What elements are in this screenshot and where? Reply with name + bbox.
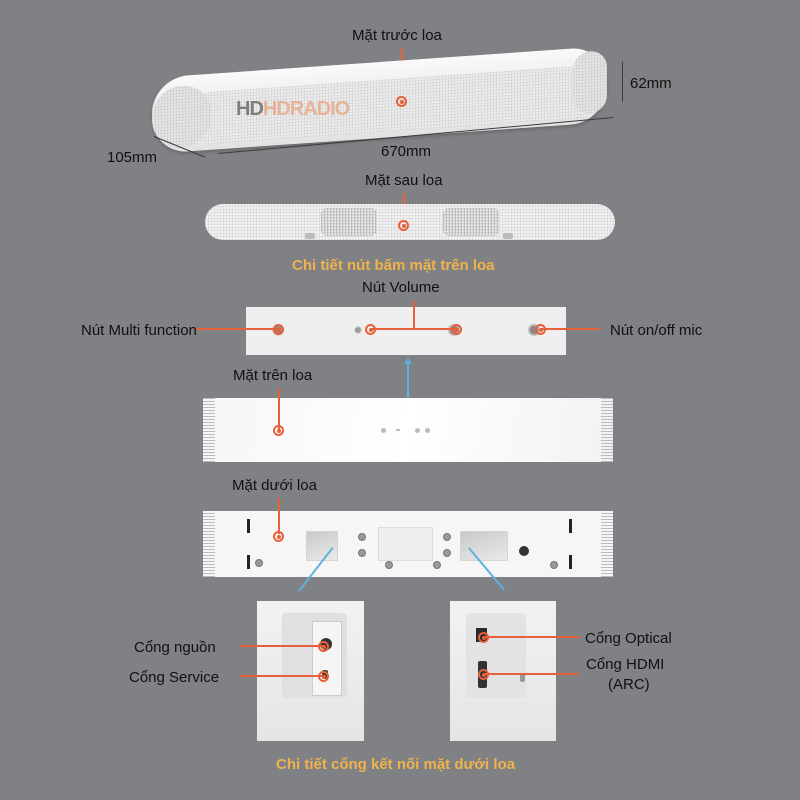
front-marker-icon	[396, 96, 407, 107]
volume-label: Nút Volume	[362, 279, 440, 296]
top-leader-line	[278, 388, 280, 430]
top-power-icon	[381, 428, 386, 433]
right-port-recess	[460, 531, 508, 561]
volume-up-marker-icon	[451, 324, 462, 335]
top-marker-icon	[273, 425, 284, 436]
top-label: Mặt trên loa	[233, 367, 313, 384]
mic-toggle-leader	[540, 328, 600, 330]
back-vent-left	[321, 208, 377, 236]
bottom-leader-line	[278, 498, 280, 534]
watermark-text: HDRADIO	[262, 98, 350, 120]
top-vol-up-icon	[415, 428, 420, 433]
back-label: Mặt sau loa	[365, 172, 443, 189]
screw-6	[385, 561, 393, 569]
top-detail-connector-arrow	[407, 362, 409, 432]
top-vol-down-icon	[396, 429, 400, 431]
power-port-leader	[240, 645, 324, 647]
connector-arrowhead-up-icon	[404, 358, 412, 364]
left-port-strip	[312, 621, 342, 696]
depth-dimension: 105mm	[107, 149, 158, 166]
volume-leader-vertical	[413, 300, 415, 329]
rubber-foot	[519, 546, 529, 556]
optical-port-label: Cổng Optical	[585, 630, 672, 647]
hdmi-port-leader	[484, 673, 579, 675]
multi-function-marker-icon	[273, 324, 284, 335]
soundbar-bottom-face	[203, 511, 613, 577]
height-dimension: 62mm	[630, 75, 672, 92]
screw-8	[550, 561, 558, 569]
service-port-label: Cổng Service	[129, 669, 220, 686]
ports-section-title: Chi tiết cổng kết nối mặt dưới loa	[276, 756, 516, 773]
screw-4	[443, 533, 451, 541]
optical-port-marker-icon	[478, 632, 489, 643]
center-label-plate	[378, 527, 433, 561]
right-slot-lower	[569, 555, 572, 569]
screw-hole-icon	[520, 673, 525, 682]
multi-function-leader	[196, 328, 280, 330]
bottom-marker-icon	[273, 531, 284, 542]
right-ports-closeup	[450, 601, 556, 741]
back-vent-right	[443, 208, 499, 236]
service-port-leader	[240, 675, 324, 677]
mic-toggle-marker-icon	[535, 324, 546, 335]
height-dimension-line	[622, 62, 623, 102]
left-ports-closeup	[257, 601, 364, 741]
right-end-cap	[573, 50, 607, 115]
service-port-marker-icon	[318, 671, 329, 682]
hdmi-port-sublabel: (ARC)	[608, 676, 650, 693]
hdmi-port-label: Cổng HDMI	[586, 656, 665, 673]
left-port-recess	[306, 531, 338, 561]
top-buttons-section-title: Chi tiết nút bấm mặt trên loa	[292, 257, 495, 274]
bottom-right-grille	[601, 511, 613, 577]
top-right-grille	[601, 398, 613, 462]
volume-leader-horizontal	[370, 328, 457, 330]
right-slot-upper	[569, 519, 572, 533]
screw-5	[443, 549, 451, 557]
bottom-left-grille	[203, 511, 215, 577]
mic-toggle-label: Nút on/off mic	[610, 322, 703, 339]
right-port-housing	[466, 613, 526, 698]
front-label: Mặt trước loa	[352, 27, 442, 44]
back-marker-icon	[398, 220, 409, 231]
top-buttons-closeup	[246, 307, 566, 355]
hdmi-port-marker-icon	[478, 669, 489, 680]
left-slot-upper	[247, 519, 250, 533]
screw-2	[358, 533, 366, 541]
power-port-marker-icon	[318, 641, 329, 652]
optical-port-leader	[484, 636, 579, 638]
multi-function-label: Nút Multi function	[81, 322, 197, 339]
top-left-grille	[203, 398, 215, 462]
screw-1	[255, 559, 263, 567]
volume-down-button-icon	[353, 325, 363, 335]
width-dimension: 670mm	[381, 143, 432, 160]
soundbar-top-face	[203, 398, 613, 462]
soundbar-back-body	[205, 204, 615, 240]
hdradio-watermark: HDHDRADIO	[236, 98, 350, 120]
volume-down-marker-icon	[365, 324, 376, 335]
back-foot-left	[305, 233, 315, 239]
top-mic-icon	[425, 428, 430, 433]
screw-7	[433, 561, 441, 569]
power-port-label: Cổng nguồn	[134, 639, 216, 656]
bottom-label: Mặt dưới loa	[232, 477, 317, 494]
screw-3	[358, 549, 366, 557]
left-slot-lower	[247, 555, 250, 569]
back-foot-right	[503, 233, 513, 239]
